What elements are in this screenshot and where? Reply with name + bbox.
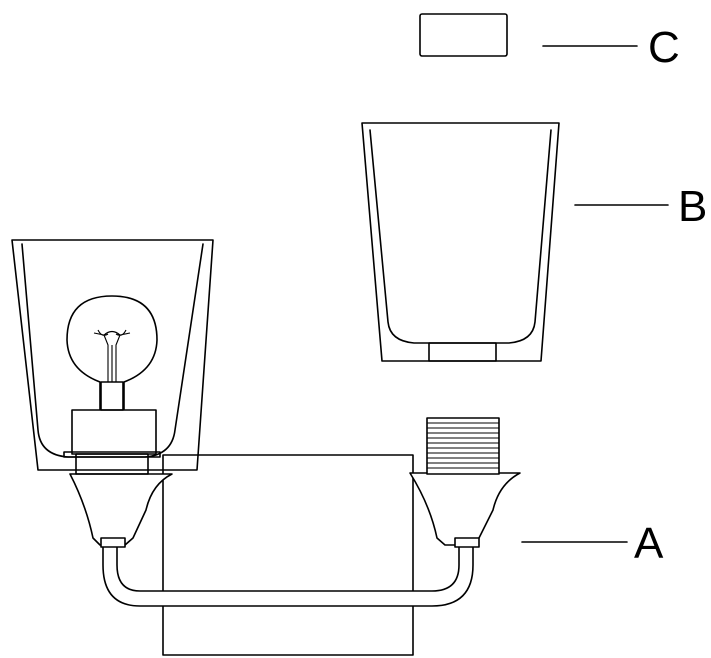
light-bulb xyxy=(66,295,158,455)
threaded-socket xyxy=(426,417,500,475)
callout-label-a: A xyxy=(634,519,664,568)
right-socket-cup xyxy=(409,472,521,548)
left-glass-shade xyxy=(11,239,214,475)
callout-label-c: C xyxy=(648,23,680,72)
callout-label-b: B xyxy=(678,182,707,231)
left-socket-cup xyxy=(69,473,173,548)
curved-arm xyxy=(102,544,474,607)
cap-c xyxy=(419,13,508,57)
glass-shade-b xyxy=(361,122,560,362)
backplate xyxy=(162,454,414,656)
